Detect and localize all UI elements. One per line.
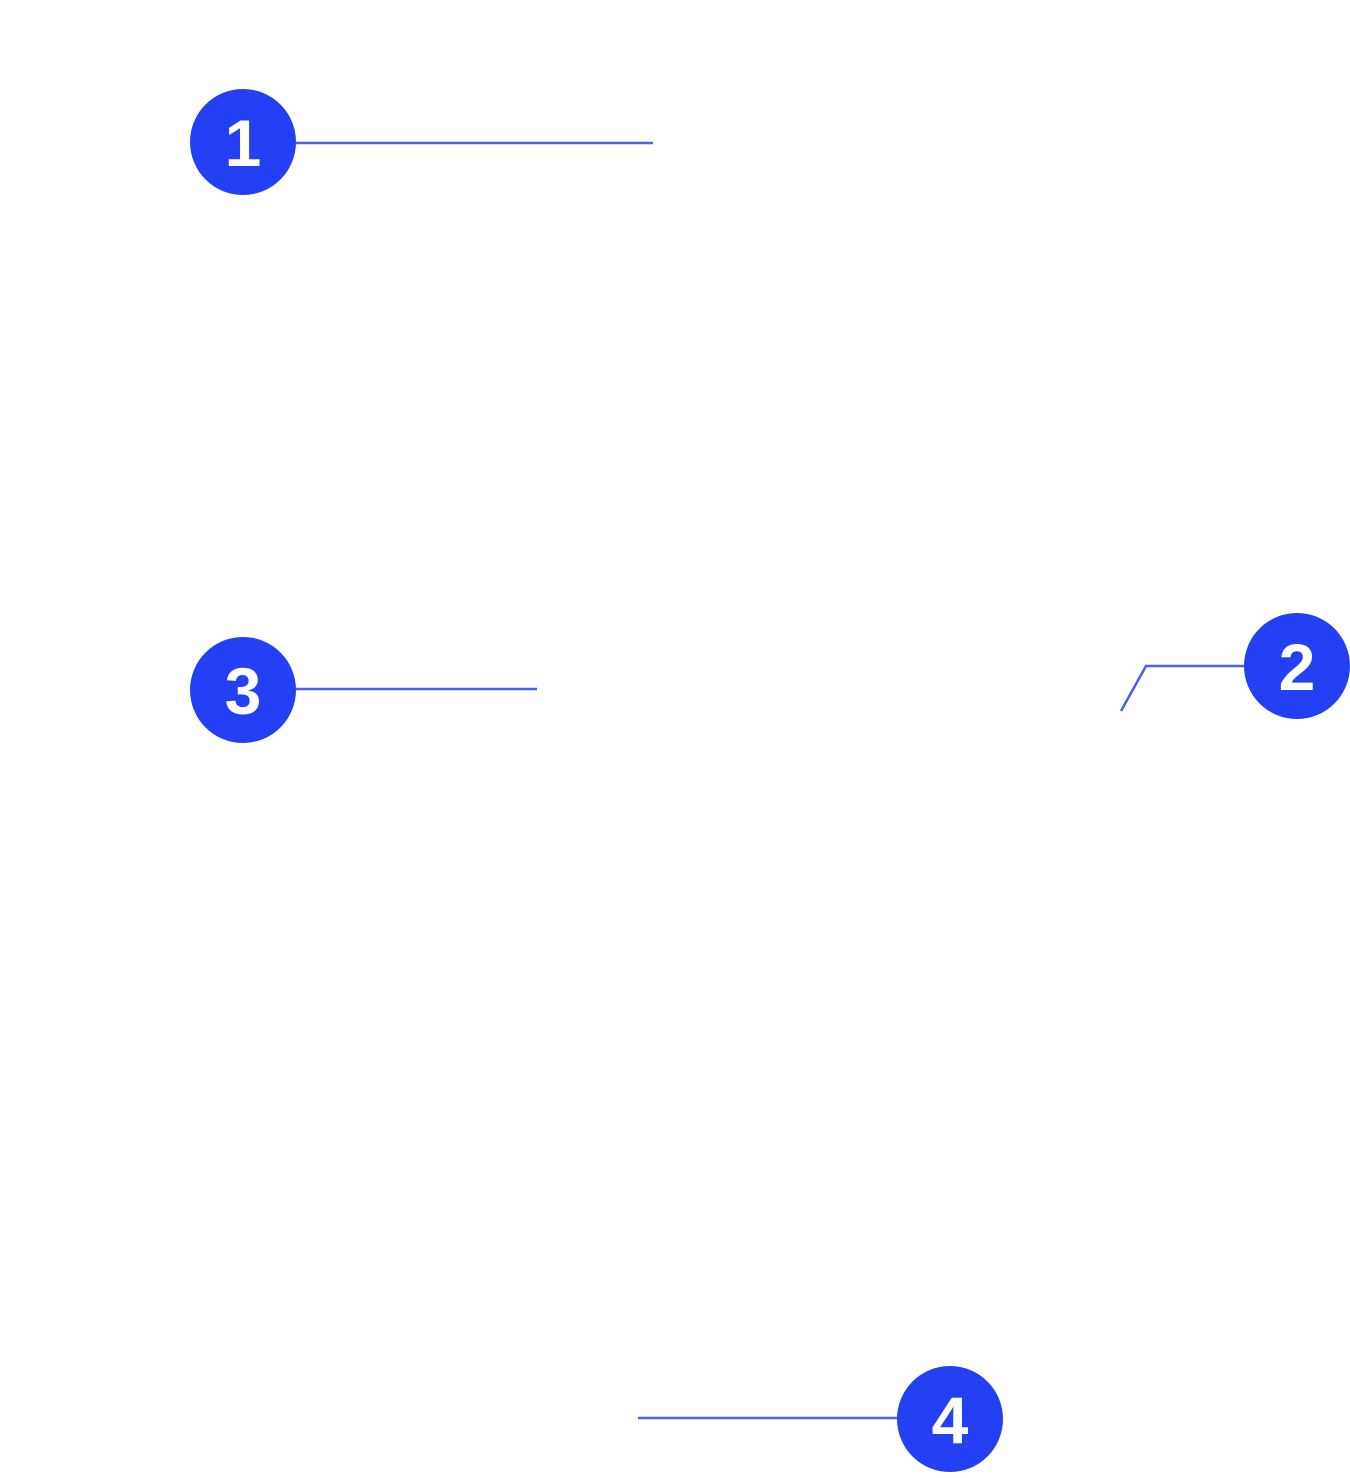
callout-marker-3: 3: [190, 637, 296, 743]
callout-number-2: 2: [1278, 630, 1316, 704]
callout-number-4: 4: [931, 1383, 969, 1457]
callout-number-3: 3: [224, 654, 262, 728]
callout-marker-1: 1: [190, 89, 296, 195]
callout-number-1: 1: [224, 106, 262, 180]
callout-marker-4: 4: [897, 1366, 1003, 1472]
callout-marker-2: 2: [1244, 613, 1350, 719]
leader-line-2: [1119, 664, 1244, 712]
